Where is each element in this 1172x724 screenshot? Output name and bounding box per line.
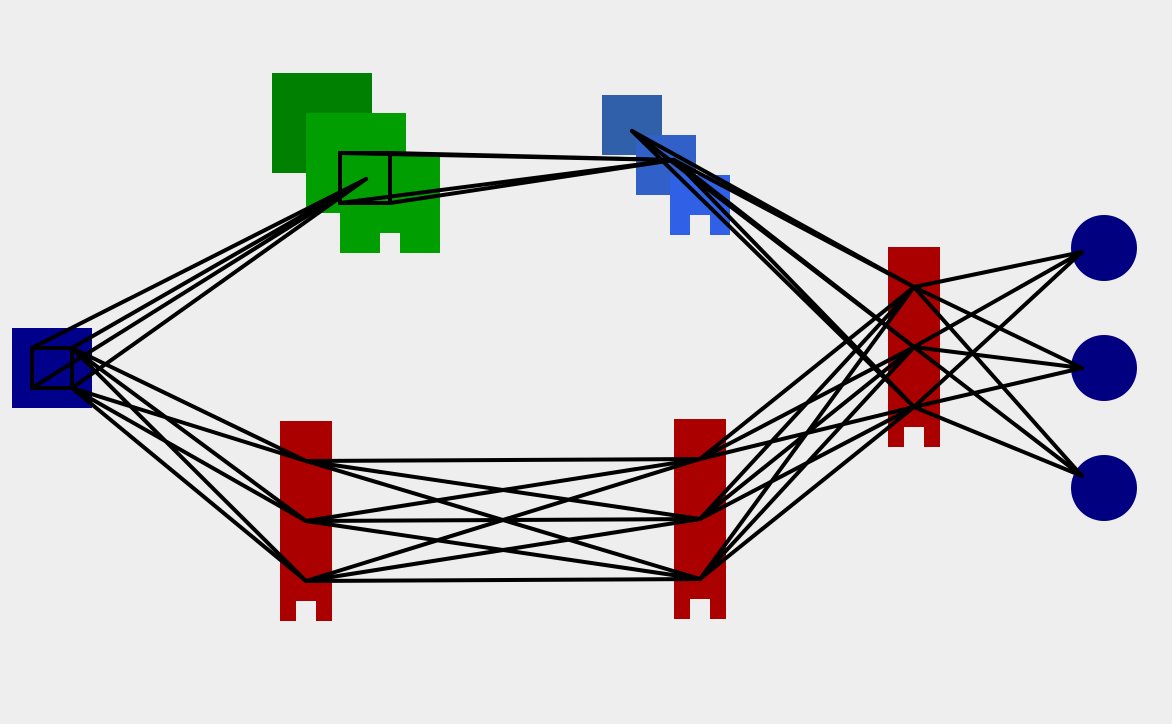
edge-line [912, 250, 1084, 409]
edge-line [70, 386, 308, 583]
edge-line [672, 158, 916, 409]
edge-line [30, 177, 368, 390]
edge-line [698, 285, 916, 521]
edge-line [698, 405, 916, 581]
edge-line [70, 177, 368, 350]
output-node-2 [1071, 335, 1137, 401]
input-box-outline [30, 346, 74, 390]
edge-line [912, 345, 1084, 478]
edge-line [304, 457, 702, 583]
edge-line [70, 386, 308, 523]
edge-line [70, 386, 308, 463]
output-node-1 [1071, 215, 1137, 281]
edge-line [30, 177, 368, 350]
edge-line [388, 151, 676, 162]
edge-line [70, 346, 308, 583]
edge-line [698, 285, 916, 581]
edge-line [698, 285, 916, 461]
edge-line [912, 366, 1084, 409]
edge-line [912, 285, 1084, 478]
edge-line [388, 158, 676, 205]
edge-line [304, 577, 702, 583]
output-node-3 [1071, 455, 1137, 521]
edge-line [672, 158, 916, 349]
edge-line [698, 345, 916, 581]
edge-line [912, 250, 1084, 349]
edge-line [70, 346, 308, 523]
edge-line [672, 158, 916, 289]
edge-line [70, 346, 308, 463]
edge-line [304, 457, 702, 463]
edge-line [304, 457, 702, 523]
edge-line [304, 517, 702, 583]
edge-line [912, 405, 1084, 478]
edges [30, 129, 1084, 583]
edge-line [70, 177, 368, 390]
edge-line [912, 345, 1084, 370]
edge-line [912, 250, 1084, 289]
